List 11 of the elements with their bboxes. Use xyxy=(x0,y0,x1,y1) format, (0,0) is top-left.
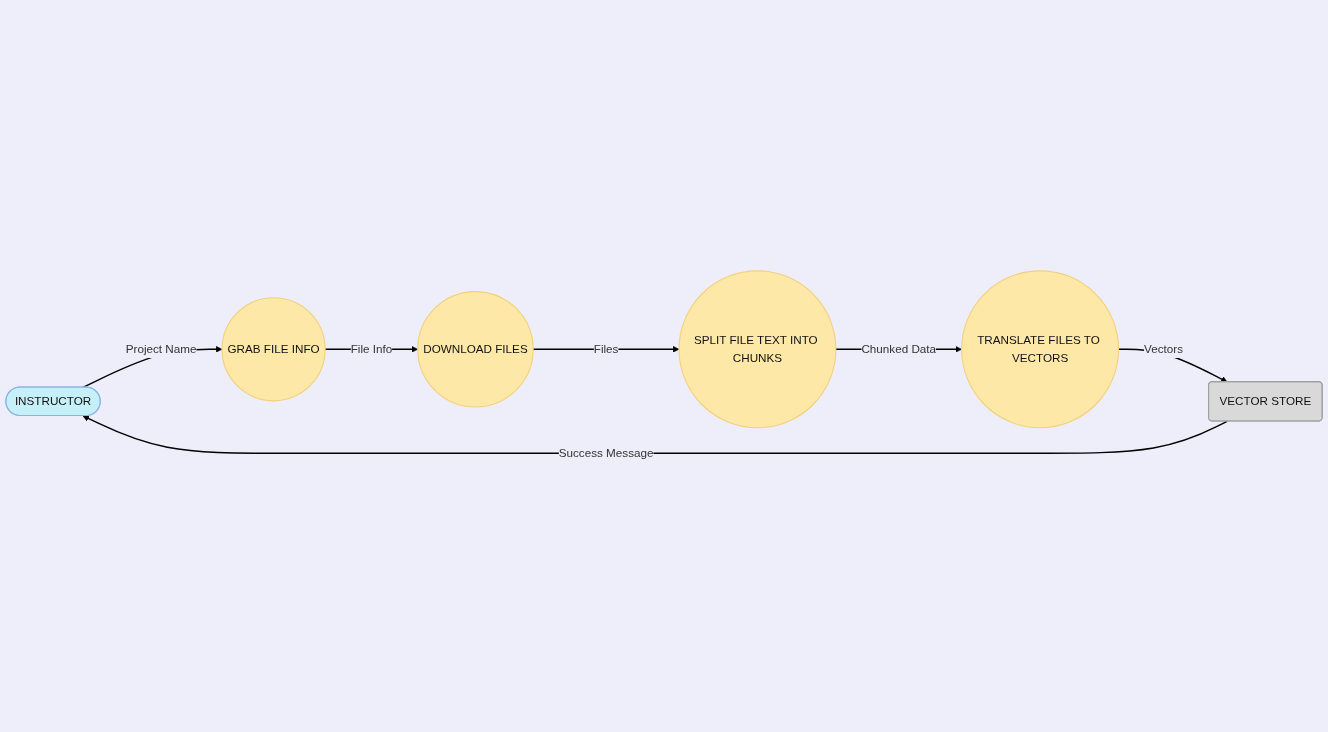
node-circle: GRAB FILE INFO xyxy=(221,296,326,401)
arrow xyxy=(82,415,1228,454)
edge-label: Project Name xyxy=(125,342,197,355)
edge-label: Chunked Data xyxy=(861,342,937,355)
edge-label: Success Message xyxy=(558,446,654,459)
edge-label: Vectors xyxy=(1144,342,1184,355)
edge-label: File Info xyxy=(350,342,393,355)
edge-label: Files xyxy=(593,342,619,355)
node-circle: DOWNLOAD FILES xyxy=(417,290,534,408)
node-circle: TRANSLATE FILES TO VECTORS xyxy=(961,269,1120,428)
node-circle: SPLIT FILE TEXT INTO CHUNKS xyxy=(678,269,837,428)
